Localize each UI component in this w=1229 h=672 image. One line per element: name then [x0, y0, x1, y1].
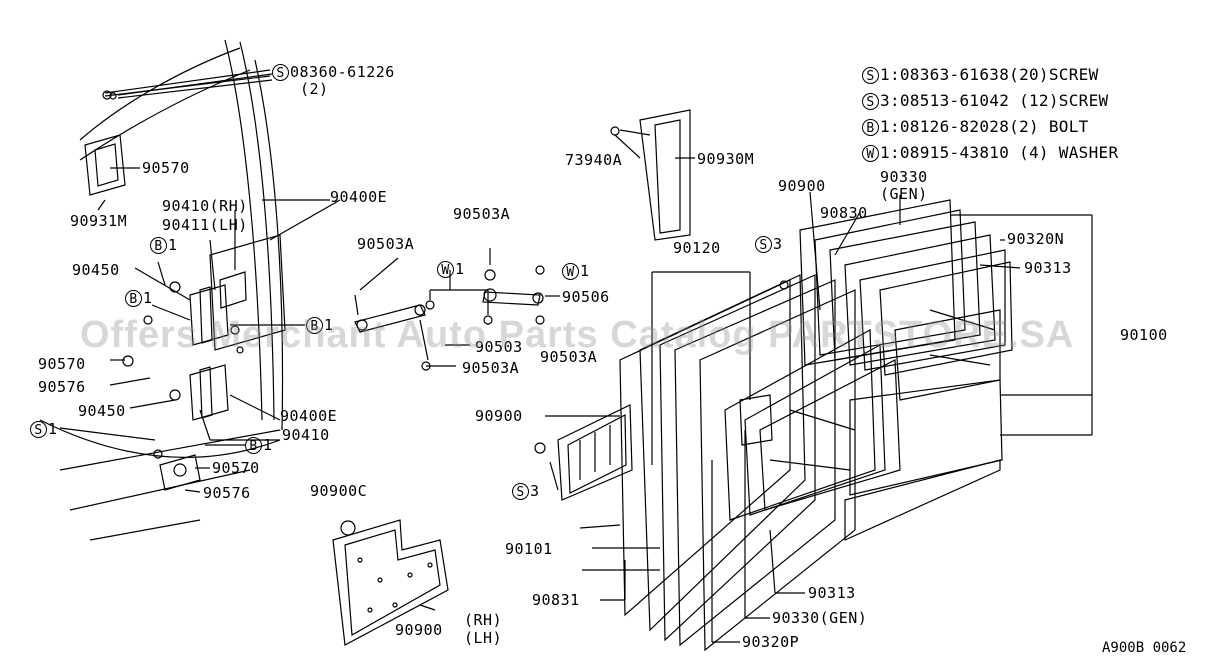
callout-90101[interactable]: 90101 — [505, 540, 553, 558]
bolt-symbol-icon: B — [150, 237, 167, 254]
callout-90503a-right[interactable]: 90503A — [540, 348, 598, 366]
callout-90120[interactable]: 90120 — [673, 239, 721, 257]
link-drawing — [354, 248, 560, 371]
screw-symbol-icon: S — [755, 236, 772, 253]
callout-90330-gen-bot[interactable]: 90330(GEN) — [772, 609, 868, 627]
pillar-drawing — [610, 109, 695, 241]
callout-90830[interactable]: 90830 — [820, 204, 868, 222]
callout-90411lh[interactable]: 90411(LH) — [162, 216, 248, 234]
bolt-symbol-icon: B — [125, 290, 142, 307]
callout-90320p[interactable]: 90320P — [742, 633, 800, 651]
callout-90570-mid[interactable]: 90570 — [38, 355, 86, 373]
callout-90503a-left[interactable]: 90503A — [357, 235, 415, 253]
callout-73940a[interactable]: 73940A — [565, 151, 623, 169]
callout-90503a-bot[interactable]: 90503A — [462, 359, 520, 377]
callout-90313-top[interactable]: 90313 — [1024, 259, 1072, 277]
callout-08360-qty: (2) — [300, 80, 329, 98]
callout-90400e-bot[interactable]: 90400E — [280, 407, 338, 425]
callout-90400e-top[interactable]: 90400E — [330, 188, 388, 206]
hinge-drawing — [122, 281, 244, 491]
body-panel-drawing — [39, 39, 286, 541]
callout-90320n[interactable]: 90320N — [1007, 230, 1065, 248]
leader-lines-right — [419, 191, 1093, 643]
watermark: Offers Merchant Auto Parts Catalog PARTS… — [80, 314, 1075, 356]
washer-symbol-icon: W — [862, 145, 879, 162]
callout-90313-bot[interactable]: 90313 — [808, 584, 856, 602]
leader-lines-left — [59, 73, 341, 493]
callout-lh: (LH) — [464, 629, 503, 647]
callout-90570-bot[interactable]: 90570 — [212, 459, 260, 477]
callout-90900c[interactable]: 90900C — [310, 482, 368, 500]
callout-90931m[interactable]: 90931M — [70, 212, 128, 230]
callout-90503[interactable]: 90503 — [475, 338, 523, 356]
callout-90450-bot[interactable]: 90450 — [78, 402, 126, 420]
callout-90100[interactable]: 90100 — [1120, 326, 1168, 344]
callout-90410-bot[interactable]: 90410 — [282, 426, 330, 444]
callout-90410rh[interactable]: 90410(RH) — [162, 197, 248, 215]
callout-90576-mid[interactable]: 90576 — [38, 378, 86, 396]
callout-90900-mid[interactable]: 90900 — [475, 407, 523, 425]
bolt-symbol-icon: B — [245, 437, 262, 454]
washer-symbol-icon: W — [437, 261, 454, 278]
callout-90831[interactable]: 90831 — [532, 591, 580, 609]
callout-90576-bot[interactable]: 90576 — [203, 484, 251, 502]
washer-symbol-icon: W — [562, 263, 579, 280]
callout-90900-top[interactable]: 90900 — [778, 177, 826, 195]
callout-rh: (RH) — [464, 611, 503, 629]
callout-90450-top[interactable]: 90450 — [72, 261, 120, 279]
screw-symbol-icon: S — [272, 64, 289, 81]
bolt-symbol-icon: B — [862, 119, 879, 136]
callout-90330-top[interactable]: 90330 — [880, 168, 928, 186]
callout-90506[interactable]: 90506 — [562, 288, 610, 306]
diagram-code: A900B 0062 — [1102, 640, 1187, 656]
trim-board-drawing — [332, 519, 449, 646]
bolt-symbol-icon: B — [306, 317, 323, 334]
door-panels-drawing — [534, 199, 1013, 652]
callout-90930m[interactable]: 90930M — [697, 150, 755, 168]
screw-symbol-icon: S — [862, 93, 879, 110]
callout-90503a-top[interactable]: 90503A — [453, 205, 511, 223]
screw-symbol-icon: S — [512, 483, 529, 500]
callout-90330-gen-top: (GEN) — [880, 185, 928, 203]
callout-90570-top[interactable]: 90570 — [142, 159, 190, 177]
callout-90900-rh-lh[interactable]: 90900 — [395, 621, 443, 639]
screw-symbol-icon: S — [30, 421, 47, 438]
screw-symbol-icon: S — [862, 67, 879, 84]
